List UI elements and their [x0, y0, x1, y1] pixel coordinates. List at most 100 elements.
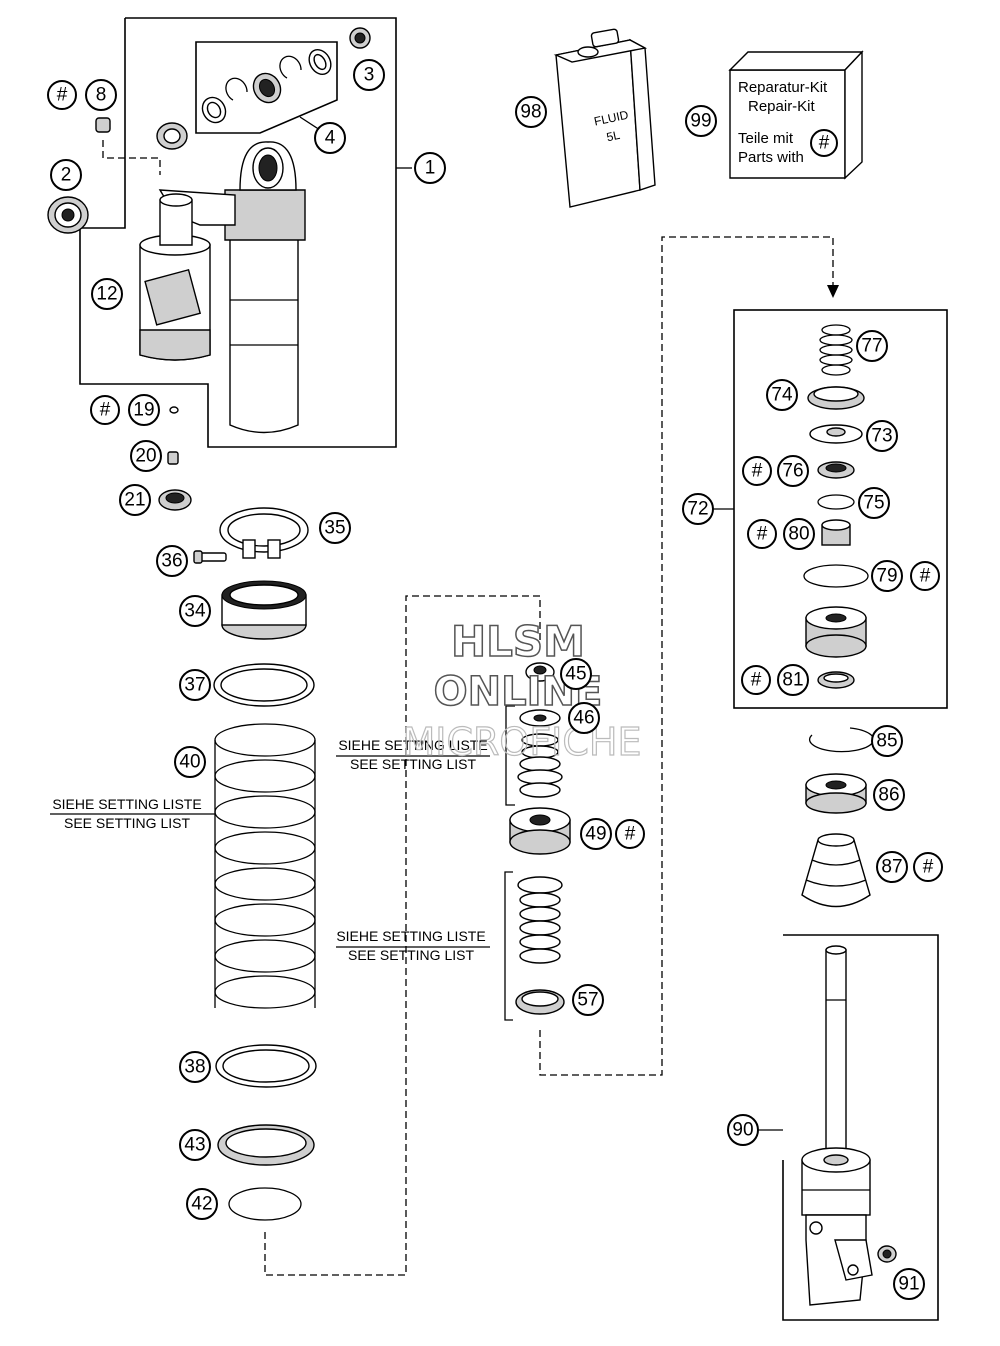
piston: [509, 807, 571, 855]
svg-text:74: 74: [771, 385, 793, 406]
fluid-volume: 5L: [605, 128, 621, 145]
seal-kit-parts: [201, 48, 332, 124]
setting-note-spring-en: SEE SETTING LIST: [64, 815, 190, 831]
callout-98: 98: [515, 96, 547, 128]
svg-text:87: 87: [881, 857, 902, 878]
svg-text:#: #: [757, 524, 768, 545]
callout-1: 1: [414, 152, 446, 184]
watermark-line3: MICROFICHE: [402, 720, 641, 764]
svg-text:2: 2: [61, 165, 72, 186]
svg-text:36: 36: [161, 551, 182, 572]
callout-21: 21: [119, 484, 151, 516]
circlip-85: [808, 727, 875, 753]
repair-kit-box: Reparatur-Kit Repair-Kit Teile mit Parts…: [728, 50, 864, 180]
svg-text:77: 77: [861, 336, 882, 357]
svg-text:75: 75: [863, 493, 884, 514]
callout-hash-49: #: [615, 819, 645, 849]
callout-hash-81: #: [741, 665, 771, 695]
watermark-line1: HLSM: [451, 617, 585, 666]
svg-text:#: #: [923, 857, 934, 878]
parts-with-en: Parts with: [738, 149, 804, 166]
svg-text:8: 8: [96, 85, 107, 106]
cup-86: [805, 773, 867, 814]
bump-stop: [801, 833, 871, 908]
callout-49: 49: [580, 818, 612, 850]
callout-73: 73: [866, 420, 898, 452]
shim-stack-upper: [505, 662, 563, 806]
seal-kit-frame: [195, 41, 338, 134]
callout-36: 36: [156, 545, 188, 577]
svg-text:72: 72: [687, 499, 708, 520]
svg-text:#: #: [819, 133, 830, 154]
svg-text:21: 21: [124, 490, 145, 511]
svg-text:43: 43: [184, 1135, 205, 1156]
svg-text:37: 37: [184, 675, 205, 696]
callout-4: 4: [314, 122, 346, 154]
svg-text:42: 42: [191, 1194, 212, 1215]
svg-text:79: 79: [876, 566, 897, 587]
fluid-can: FLUID 5L: [553, 28, 656, 208]
spring-seat-43: [217, 1124, 315, 1166]
spring-seat-38: [215, 1044, 317, 1088]
reservoir-cap: [156, 122, 188, 150]
callout-74: 74: [766, 379, 798, 411]
piston-rod-assembly: [758, 934, 939, 1321]
svg-text:34: 34: [184, 601, 206, 622]
leader-dash-left: [264, 595, 541, 1276]
setting-note-spring-de: SIEHE SETTING LISTE: [52, 796, 201, 812]
svg-text:99: 99: [690, 111, 711, 132]
callout-12: 12: [91, 278, 123, 310]
svg-text:3: 3: [364, 65, 375, 86]
arrow-head: [827, 285, 839, 298]
callout-99: 99: [685, 105, 717, 137]
repair-kit-de: Reparatur-Kit: [738, 79, 828, 96]
bushing-part: [349, 27, 371, 49]
shim-stack-lower: [504, 871, 565, 1021]
callout-hash-8: #: [47, 80, 77, 110]
svg-text:20: 20: [135, 446, 156, 467]
svg-text:#: #: [100, 400, 111, 421]
callout-77: 77: [856, 330, 888, 362]
seal-head-frame: [714, 309, 948, 709]
callout-38: 38: [179, 1051, 211, 1083]
svg-text:#: #: [625, 824, 636, 845]
callout-hash-80: #: [747, 519, 777, 549]
shock-absorber-body: [158, 141, 306, 434]
clamp-ring: [219, 507, 309, 559]
leader-dash-right: [539, 236, 834, 1076]
bleed-screw: [95, 117, 161, 175]
callout-46: 46: [568, 702, 600, 734]
callout-3: 3: [353, 59, 385, 91]
callout-34: 34: [179, 595, 211, 627]
svg-text:46: 46: [573, 708, 594, 729]
callout-80: 80: [783, 518, 815, 550]
clamp-bolt: [193, 550, 227, 564]
svg-text:#: #: [57, 85, 68, 106]
svg-text:1: 1: [425, 158, 436, 179]
setting-note-upper-en: SEE SETTING LIST: [350, 756, 476, 772]
coil-spring: [214, 723, 316, 1009]
svg-text:57: 57: [577, 990, 598, 1011]
svg-text:#: #: [751, 670, 762, 691]
callout-90: 90: [727, 1114, 759, 1146]
callout-85: 85: [871, 725, 903, 757]
svg-text:#: #: [752, 461, 763, 482]
svg-text:91: 91: [898, 1274, 919, 1295]
svg-text:12: 12: [96, 284, 117, 305]
callout-45: 45: [560, 658, 592, 690]
nut-91: [877, 1245, 897, 1263]
svg-text:73: 73: [871, 426, 892, 447]
callout-42: 42: [186, 1188, 218, 1220]
svg-text:45: 45: [565, 664, 586, 685]
callout-8: 8: [85, 79, 117, 111]
svg-text:81: 81: [782, 670, 803, 691]
svg-text:76: 76: [782, 461, 803, 482]
callout-hash-79: #: [910, 561, 940, 591]
spring-setting-leaders: [50, 755, 490, 948]
svg-text:19: 19: [133, 400, 154, 421]
callout-35: 35: [319, 512, 351, 544]
setting-note-lower-en: SEE SETTING LIST: [348, 947, 474, 963]
callout-91: 91: [893, 1268, 925, 1300]
svg-text:38: 38: [184, 1057, 205, 1078]
